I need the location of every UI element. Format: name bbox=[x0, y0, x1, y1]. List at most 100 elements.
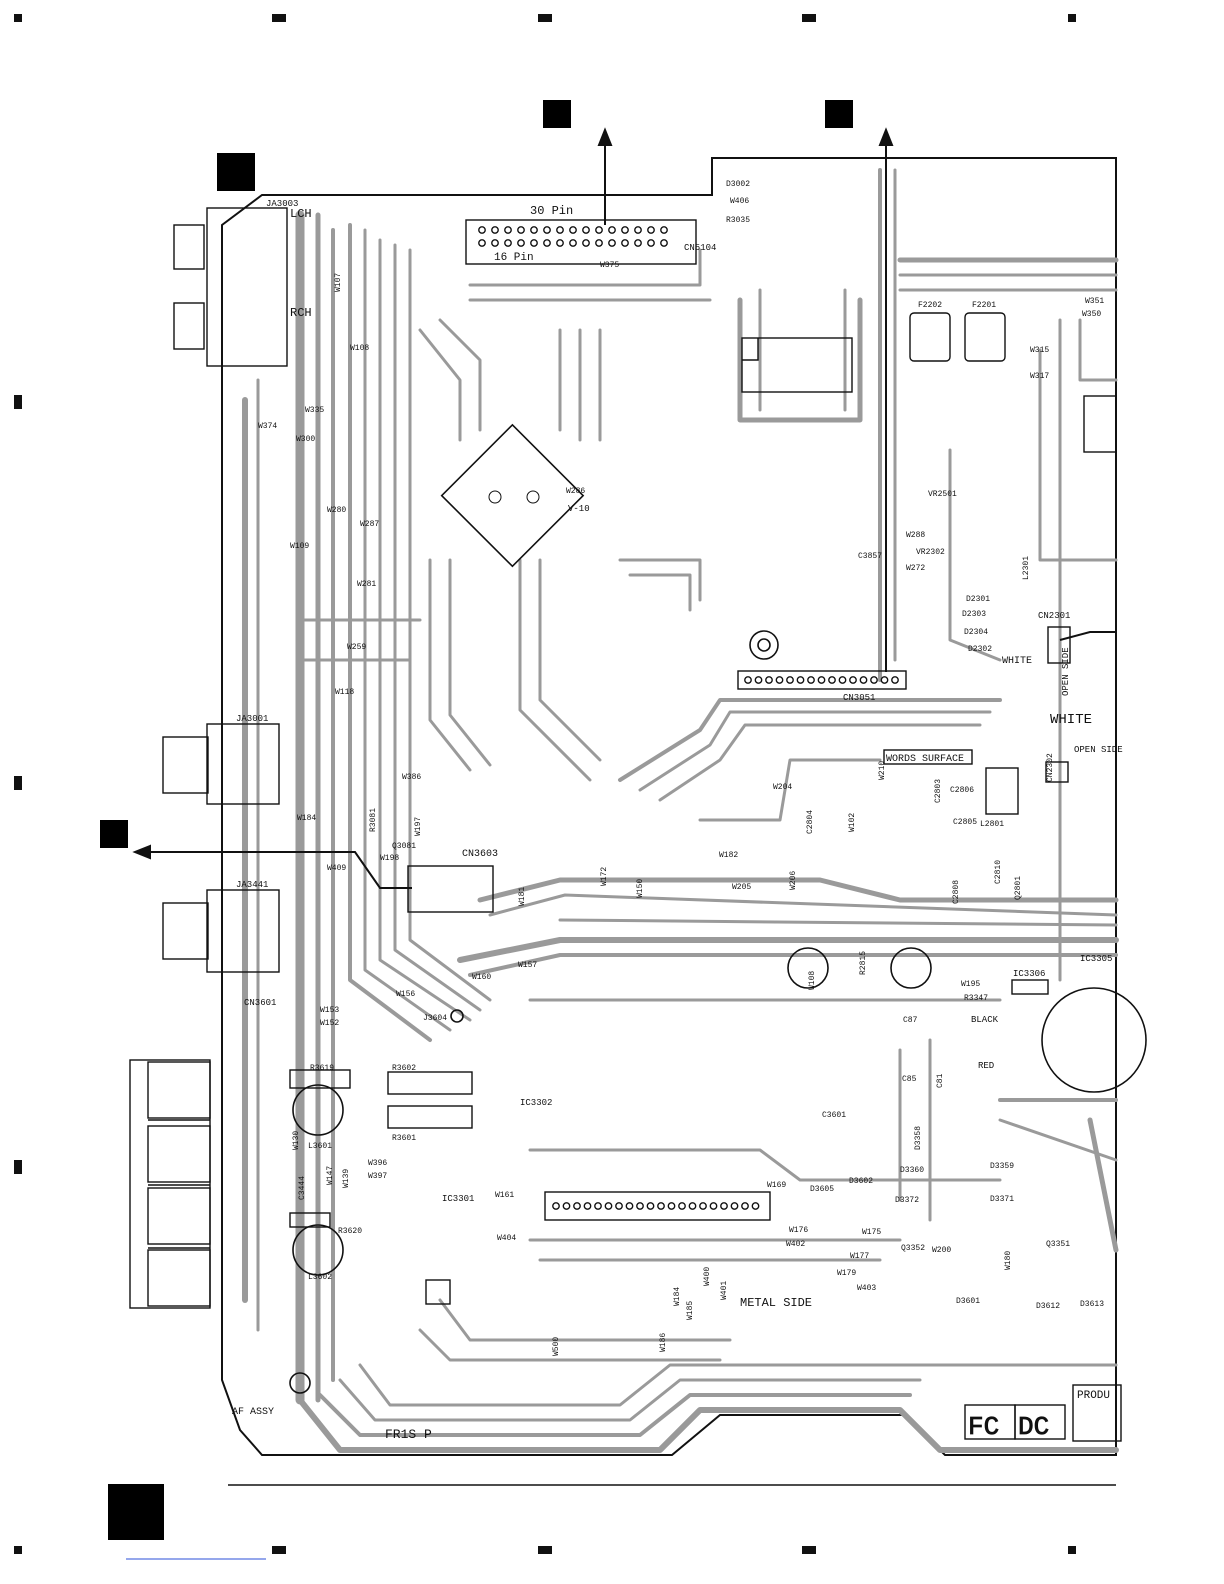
component-label: W402 bbox=[786, 1240, 805, 1249]
component-label: D2301 bbox=[966, 595, 990, 604]
component-label: D3371 bbox=[990, 1195, 1014, 1204]
component-label: W280 bbox=[327, 506, 346, 515]
header-pin bbox=[849, 676, 857, 684]
component-label: W374 bbox=[258, 422, 277, 431]
label-30pin: 30 Pin bbox=[530, 204, 573, 218]
copper-trace bbox=[618, 698, 1002, 782]
open-side-label-1: OPEN SIDE bbox=[1061, 647, 1071, 696]
words-surface-label: WORDS SURFACE bbox=[886, 754, 964, 765]
header-pin bbox=[646, 1202, 655, 1210]
header-pin bbox=[657, 1202, 665, 1210]
fc-label: FC bbox=[968, 1412, 999, 1442]
header-pin bbox=[636, 1202, 644, 1210]
component-label: W400 bbox=[703, 1267, 712, 1286]
header-pin bbox=[491, 226, 499, 234]
component-label: R3619 bbox=[310, 1064, 334, 1073]
component-label: R2815 bbox=[859, 951, 868, 975]
label-rch: RCH bbox=[290, 306, 312, 320]
label-cn5104: CN5104 bbox=[684, 243, 716, 253]
white-label-1: WHITE bbox=[1002, 656, 1032, 667]
component-label: W335 bbox=[305, 406, 324, 415]
component-label: R3602 bbox=[392, 1064, 416, 1073]
header-pin bbox=[720, 1202, 728, 1210]
header-pin bbox=[573, 1202, 581, 1210]
copper-trace bbox=[363, 228, 452, 1032]
header-pin bbox=[765, 676, 773, 684]
component-label: VR2501 bbox=[928, 490, 957, 499]
component-label: D3601 bbox=[956, 1297, 980, 1306]
header-pin bbox=[775, 676, 784, 684]
component-label: F2201 bbox=[972, 301, 996, 310]
component-label: W300 bbox=[296, 435, 315, 444]
component-label: W210 bbox=[878, 761, 887, 780]
component-label: W107 bbox=[334, 273, 343, 292]
copper-trace bbox=[393, 243, 482, 1012]
dc-label: DC bbox=[1018, 1412, 1049, 1442]
component-label: W315 bbox=[1030, 346, 1049, 355]
header-pin bbox=[870, 676, 878, 684]
top-ic bbox=[741, 337, 853, 393]
copper-trace bbox=[438, 1298, 732, 1342]
component-label: W259 bbox=[347, 643, 366, 652]
component-label: D3002 bbox=[726, 180, 750, 189]
component-label: W182 bbox=[719, 851, 738, 860]
header-pin bbox=[478, 226, 486, 234]
component-label: Q3081 bbox=[392, 842, 416, 851]
component-label: W397 bbox=[368, 1172, 387, 1181]
header-pin bbox=[491, 239, 499, 247]
large-capacitors bbox=[289, 630, 1147, 1394]
header-pin bbox=[608, 239, 616, 247]
component-label: C2804 bbox=[806, 810, 815, 834]
component-label: D3358 bbox=[914, 1126, 923, 1150]
component-label: C85 bbox=[902, 1075, 917, 1084]
header-pin bbox=[582, 239, 590, 247]
label-cn2302: CN2302 bbox=[1046, 753, 1055, 782]
header-pin bbox=[634, 239, 642, 247]
component-label: L3602 bbox=[308, 1273, 332, 1282]
component-label: W157 bbox=[518, 961, 537, 970]
component-label: W500 bbox=[552, 1337, 561, 1356]
copper-trace bbox=[737, 297, 863, 423]
metal-side-label: METAL SIDE bbox=[740, 1296, 812, 1310]
copper-trace bbox=[538, 558, 602, 762]
component-label: W102 bbox=[848, 813, 857, 832]
left-jacks bbox=[129, 207, 288, 1309]
component-label: W156 bbox=[396, 990, 415, 999]
label-ja3003: JA3003 bbox=[266, 199, 298, 209]
pcb-code: FR1S P bbox=[385, 1427, 432, 1442]
copper-trace bbox=[658, 723, 982, 802]
component-label: W180 bbox=[1004, 1251, 1013, 1270]
component-label: W118 bbox=[335, 688, 354, 697]
header-pin bbox=[709, 1202, 718, 1210]
copper-trace bbox=[448, 558, 492, 767]
header-pin bbox=[608, 226, 616, 234]
component-label: L3601 bbox=[308, 1142, 332, 1151]
header-pin bbox=[678, 1202, 686, 1210]
label-lch: LCH bbox=[290, 207, 312, 221]
component-label: W153 bbox=[320, 1006, 339, 1015]
component-label: W181 bbox=[518, 887, 527, 906]
component-label: D3605 bbox=[810, 1185, 834, 1194]
component-label: W175 bbox=[862, 1228, 881, 1237]
component-label: R3347 bbox=[964, 994, 988, 1003]
white-label-2: WHITE bbox=[1050, 712, 1092, 728]
header-pin bbox=[621, 226, 629, 234]
component-label: C2803 bbox=[934, 779, 943, 803]
header-pin bbox=[744, 676, 752, 684]
copper-trace bbox=[318, 1393, 912, 1437]
component-label: D3359 bbox=[990, 1162, 1014, 1171]
component-label: W108 bbox=[350, 344, 369, 353]
component-label: C81 bbox=[936, 1073, 945, 1088]
header-cn3051 bbox=[737, 670, 907, 690]
component-label: VR2302 bbox=[916, 548, 945, 557]
copper-trace bbox=[378, 238, 472, 1022]
component-label: D2302 bbox=[968, 645, 992, 654]
header-pin bbox=[660, 239, 668, 247]
copper-trace bbox=[1078, 318, 1118, 382]
component-label: C3857 bbox=[858, 552, 882, 561]
label-cn2301: CN2301 bbox=[1038, 611, 1070, 621]
component-label: W288 bbox=[906, 531, 925, 540]
copper-trace bbox=[418, 328, 462, 442]
copper-trace bbox=[468, 953, 1118, 977]
